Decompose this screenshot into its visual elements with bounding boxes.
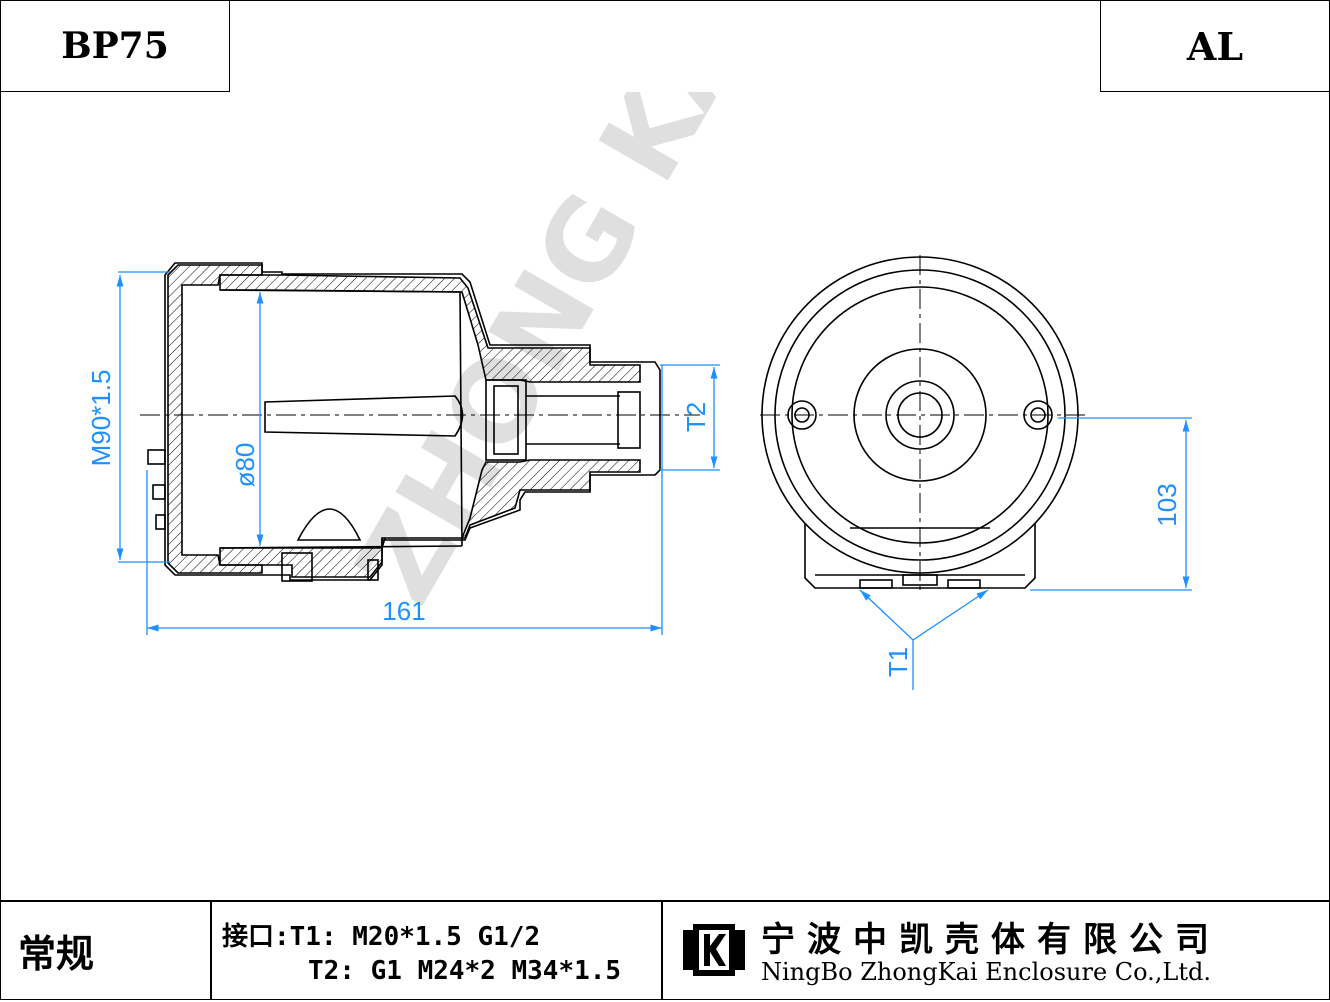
company-logo-icon	[683, 924, 745, 976]
dim-103-label: 103	[1152, 483, 1182, 526]
dim-t2-label: T2	[681, 402, 711, 432]
model-label-box: BP75	[0, 0, 230, 92]
ports-cell: 接口:T1: M20*1.5 G1/2 T2: G1 M24*2 M34*1.5	[212, 900, 663, 1000]
ports-t1-text: 接口:T1: M20*1.5 G1/2	[222, 922, 541, 952]
dim-m90-label: M90*1.5	[86, 370, 116, 467]
dim-161-label: 161	[382, 596, 425, 626]
company-name-en: NingBo ZhongKai Enclosure Co.,Ltd.	[761, 958, 1211, 986]
type-label: 常规	[18, 930, 95, 976]
side-section-view	[147, 262, 661, 582]
dimension-lines	[116, 271, 1192, 690]
ports-t2-text: T2: G1 M24*2 M34*1.5	[308, 956, 622, 986]
type-cell: 常规	[0, 900, 212, 1000]
company-name-cn: 宁波中凯壳体有限公司	[761, 920, 1221, 960]
title-block	[0, 900, 1330, 1002]
model-label: BP75	[61, 25, 169, 67]
technical-drawing: ZHONG KAI	[86, 92, 1192, 690]
material-label: AL	[1186, 23, 1244, 69]
company-cell: 宁波中凯壳体有限公司 NingBo ZhongKai Enclosure Co.…	[663, 900, 1330, 1000]
dim-t1-label: T1	[883, 647, 913, 677]
dim-dia80-label: ø80	[230, 443, 260, 488]
material-label-box: AL	[1100, 0, 1330, 92]
